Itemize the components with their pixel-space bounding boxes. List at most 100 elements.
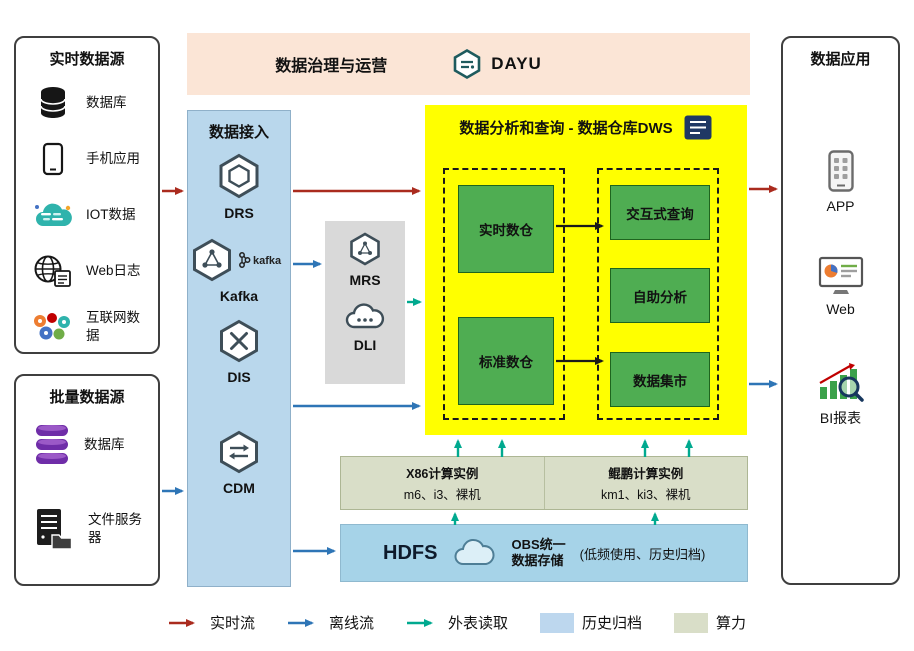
source-item-label: 数据库 bbox=[84, 437, 125, 453]
source-item-iot: IOT数据 bbox=[16, 189, 158, 241]
legend-label: 实时流 bbox=[209, 615, 255, 632]
warehouse-group: 实时数仓 标准数仓 bbox=[443, 168, 565, 420]
legend-label: 离线流 bbox=[328, 615, 374, 632]
web-monitor-icon bbox=[818, 256, 863, 294]
application-item-label: APP bbox=[826, 198, 855, 214]
obs-cloud-icon bbox=[455, 538, 495, 565]
kafka-wordmark-text: kafka bbox=[253, 255, 282, 267]
source-item-batch-database: 数据库 bbox=[16, 423, 158, 467]
ingestion-panel: 数据接入 DRS bbox=[187, 110, 291, 587]
internet-data-icon bbox=[34, 313, 70, 340]
ingestion-title: 数据接入 bbox=[208, 124, 269, 141]
hdfs-note: (低频使用、历史归档) bbox=[579, 546, 706, 562]
database-icon bbox=[40, 87, 66, 118]
ingestion-item-kafka: kafka Kafka bbox=[189, 237, 289, 304]
kafka-wordmark-icon: kafka bbox=[239, 252, 282, 268]
legend-item-archive: 历史归档 bbox=[540, 612, 642, 633]
source-item-internet-data: 互联网数据 bbox=[16, 301, 158, 353]
globe-log-icon bbox=[34, 255, 71, 287]
purple-database-icon bbox=[36, 425, 68, 464]
warehouse-box-standard: 标准数仓 bbox=[458, 317, 554, 405]
obs-line1: OBS统一 bbox=[511, 536, 566, 552]
service-box-self-analysis: 自助分析 bbox=[610, 268, 710, 323]
legend-item-compute: 算力 bbox=[674, 612, 746, 633]
source-item-label: 文件服务器 bbox=[88, 512, 142, 545]
compute-x86-title: X86计算实例 bbox=[406, 467, 479, 481]
compute-x86-models: m6、i3、裸机 bbox=[403, 488, 481, 502]
batch-sources-panel: 批量数据源 数据库 文件服务器 bbox=[14, 374, 160, 586]
dws-title: 数据分析和查询 - 数据仓库DWS bbox=[459, 120, 673, 137]
legend-realtime-arrow-icon bbox=[168, 618, 195, 627]
dws-title-row: 数据分析和查询 - 数据仓库DWS bbox=[425, 105, 747, 141]
legend-label: 外表读取 bbox=[447, 615, 508, 632]
legend: 实时流 离线流 外表读取 历史归档 算力 bbox=[0, 612, 914, 633]
legend-archive-swatch bbox=[540, 612, 574, 633]
bi-report-icon bbox=[818, 363, 864, 402]
ingestion-item-label: CDM bbox=[223, 480, 255, 496]
ingestion-item-label: DIS bbox=[227, 369, 251, 385]
legend-external-arrow-icon bbox=[406, 618, 433, 627]
cdm-hexagon-icon bbox=[220, 430, 258, 474]
mrs-dli-panel: MRS DLI bbox=[325, 221, 405, 384]
service-box-interactive-query: 交互式查询 bbox=[610, 185, 710, 240]
compute-kunpeng-models: km1、ki3、裸机 bbox=[600, 488, 691, 502]
drs-hexagon-icon bbox=[219, 153, 259, 199]
legend-item-realtime: 实时流 bbox=[168, 612, 255, 633]
legend-label: 历史归档 bbox=[582, 615, 643, 632]
obs-text: OBS统一 数据存储 bbox=[511, 537, 565, 570]
application-item-bi: BI报表 bbox=[783, 361, 898, 428]
file-server-icon bbox=[37, 509, 73, 550]
source-item-label: 数据库 bbox=[86, 95, 127, 111]
source-item-label: 手机应用 bbox=[86, 151, 140, 167]
legend-compute-swatch bbox=[674, 612, 709, 633]
dws-panel: 数据分析和查询 - 数据仓库DWS 实时数仓 标准数仓 交互式查询 自助分析 数… bbox=[425, 105, 747, 435]
batch-sources-title: 批量数据源 bbox=[49, 389, 125, 406]
source-item-label: 互联网数据 bbox=[86, 310, 140, 343]
app-phone-icon bbox=[827, 150, 854, 192]
compute-kunpeng-title: 鲲鹏计算实例 bbox=[608, 467, 684, 481]
applications-panel: 数据应用 APP Web bbox=[781, 36, 900, 585]
legend-item-external-read: 外表读取 bbox=[406, 612, 508, 633]
warehouse-box-realtime: 实时数仓 bbox=[458, 185, 554, 273]
obs-line2: 数据存储 bbox=[511, 553, 564, 568]
dli-label: DLI bbox=[353, 337, 377, 353]
ingestion-item-label: Kafka bbox=[219, 288, 259, 304]
applications-title: 数据应用 bbox=[810, 51, 871, 68]
source-item-file-server: 文件服务器 bbox=[16, 507, 158, 551]
governance-banner: 数据治理与运营 DAYU bbox=[187, 33, 750, 95]
mobile-phone-icon bbox=[42, 142, 64, 176]
mrs-label: MRS bbox=[349, 272, 381, 288]
application-item-label: BI报表 bbox=[819, 410, 862, 426]
legend-offline-arrow-icon bbox=[287, 618, 314, 627]
hdfs-panel: HDFS OBS统一 数据存储 (低频使用、历史归档) bbox=[340, 524, 748, 582]
dli-cloud-icon bbox=[345, 303, 385, 329]
dayu-label: DAYU bbox=[491, 54, 542, 73]
dayu-icon bbox=[453, 48, 481, 80]
mrs-hexagon-icon bbox=[350, 232, 380, 266]
dli-item: DLI bbox=[325, 302, 405, 353]
application-item-label: Web bbox=[826, 301, 855, 317]
compute-kunpeng: 鲲鹏计算实例 km1、ki3、裸机 bbox=[545, 457, 748, 509]
source-item-label: Web日志 bbox=[86, 263, 141, 279]
source-item-web-log: Web日志 bbox=[16, 245, 158, 297]
dis-hexagon-icon bbox=[220, 319, 258, 363]
ingestion-item-dis: DIS bbox=[216, 318, 262, 385]
application-item-web: Web bbox=[783, 256, 898, 317]
governance-title: 数据治理与运营 bbox=[275, 58, 388, 75]
source-item-mobile-app: 手机应用 bbox=[16, 133, 158, 185]
realtime-sources-title: 实时数据源 bbox=[49, 51, 125, 68]
kafka-hexagon-icon bbox=[193, 238, 231, 282]
ingestion-item-label: DRS bbox=[224, 205, 254, 221]
iot-cloud-icon bbox=[35, 203, 72, 226]
dayu-brand: DAYU bbox=[451, 48, 542, 80]
source-item-label: IOT数据 bbox=[86, 207, 136, 223]
legend-label: 算力 bbox=[716, 615, 747, 632]
service-box-data-mart: 数据集市 bbox=[610, 352, 710, 407]
ingestion-item-cdm: CDM bbox=[216, 429, 262, 496]
kafka-icon-row: kafka bbox=[189, 237, 289, 283]
ingestion-item-drs: DRS bbox=[215, 152, 263, 221]
mrs-item: MRS bbox=[325, 231, 405, 288]
services-group: 交互式查询 自助分析 数据集市 bbox=[597, 168, 719, 420]
application-item-app: APP bbox=[783, 149, 898, 214]
